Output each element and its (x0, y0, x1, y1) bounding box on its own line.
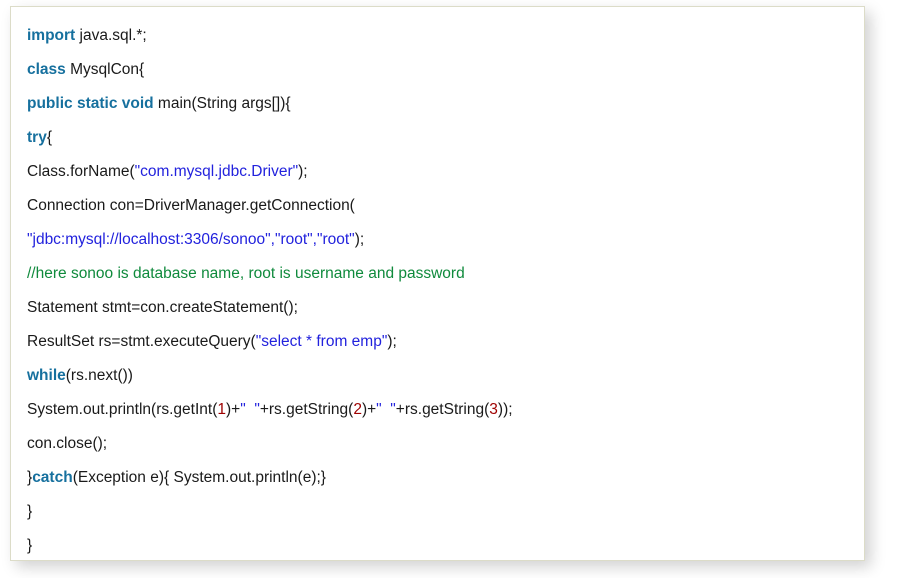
code-line: }catch(Exception e){ System.out.println(… (27, 461, 860, 495)
code-line: import java.sql.*; (27, 19, 860, 53)
code-line: } (27, 529, 860, 560)
code-line: //here sonoo is database name, root is u… (27, 257, 860, 291)
code-token-plain: +rs.getString( (259, 401, 354, 418)
code-token-plain: { (46, 129, 53, 146)
code-token-plain: ); (354, 231, 365, 248)
code-line: Statement stmt=con.createStatement(); (27, 291, 860, 325)
code-token-plain: } (27, 503, 33, 520)
code-token-plain: } (27, 537, 33, 554)
code-token-plain: MysqlCon{ (65, 61, 145, 78)
code-token-keyword: import (27, 27, 76, 44)
code-token-comment: //here sonoo is database name, root is u… (27, 265, 465, 282)
code-token-string: " " (376, 401, 396, 418)
code-token-plain: +rs.getString( (395, 401, 490, 418)
code-line: ResultSet rs=stmt.executeQuery("select *… (27, 325, 860, 359)
code-token-plain: main(String args[]){ (153, 95, 291, 112)
code-token-plain: )); (497, 401, 513, 418)
code-token-number: 2 (353, 401, 362, 418)
code-token-plain: Connection con=DriverManager.getConnecti… (27, 197, 355, 214)
code-line: try{ (27, 121, 860, 155)
code-token-plain: Class.forName( (27, 163, 135, 180)
code-line: while(rs.next()) (27, 359, 860, 393)
code-line: class MysqlCon{ (27, 53, 860, 87)
code-token-plain: (rs.next()) (65, 367, 133, 384)
code-token-plain: ); (387, 333, 397, 350)
code-line: } (27, 495, 860, 529)
code-token-plain: )+ (226, 401, 241, 418)
code-line: public static void main(String args[]){ (27, 87, 860, 121)
code-token-plain: } (27, 469, 33, 486)
code-token-keyword: while (27, 367, 66, 384)
code-token-plain: java.sql.*; (75, 27, 147, 44)
code-token-string: "select * from emp" (255, 333, 388, 350)
code-token-keyword: class (27, 61, 66, 78)
code-token-keyword: catch (32, 469, 73, 486)
code-token-string: "jdbc:mysql://localhost:3306/sonoo","roo… (27, 231, 355, 248)
code-token-string: " " (240, 401, 260, 418)
code-token-plain: (Exception e){ System.out.println(e);} (72, 469, 326, 486)
code-token-number: 1 (217, 401, 226, 418)
code-block[interactable]: import java.sql.*;class MysqlCon{public … (27, 19, 860, 560)
code-token-string: "com.mysql.jdbc.Driver" (134, 163, 299, 180)
code-token-plain: ResultSet rs=stmt.executeQuery( (27, 333, 256, 350)
code-line: Connection con=DriverManager.getConnecti… (27, 189, 860, 223)
code-token-plain: Statement stmt=con.createStatement(); (27, 299, 298, 316)
code-token-keyword: public static void (27, 95, 154, 112)
code-line: "jdbc:mysql://localhost:3306/sonoo","roo… (27, 223, 860, 257)
code-line: System.out.println(rs.getInt(1)+" "+rs.g… (27, 393, 860, 427)
code-token-plain: )+ (361, 401, 377, 418)
code-token-plain: ); (298, 163, 308, 180)
code-snippet-card: import java.sql.*;class MysqlCon{public … (10, 6, 865, 561)
code-token-plain: System.out.println(rs.getInt( (27, 401, 218, 418)
code-token-number: 3 (489, 401, 498, 418)
code-token-keyword: try (27, 129, 47, 146)
code-token-plain: con.close(); (27, 435, 108, 452)
code-line: con.close(); (27, 427, 860, 461)
code-line: Class.forName("com.mysql.jdbc.Driver"); (27, 155, 860, 189)
